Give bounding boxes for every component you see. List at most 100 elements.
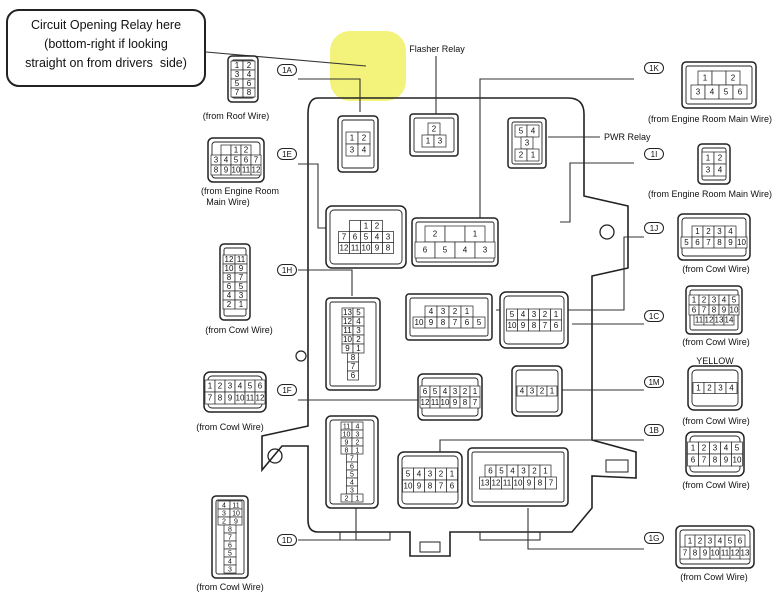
callout-line-2: (bottom-right if looking xyxy=(44,37,168,51)
bottom-rib-2 xyxy=(479,532,541,541)
pin-number: 4 xyxy=(443,387,448,396)
pin-number: 5 xyxy=(477,318,482,327)
pin-number: 4 xyxy=(238,382,243,391)
pin-number: 8 xyxy=(428,482,433,491)
pin-number: 3 xyxy=(708,537,713,546)
pin-number: 11 xyxy=(721,549,730,558)
pin-number: 5 xyxy=(499,467,504,476)
pin-number: 2 xyxy=(222,519,226,526)
pin-number: 11 xyxy=(232,503,239,510)
pin-number: 1 xyxy=(695,227,700,236)
pin-number: 3 xyxy=(235,70,240,79)
pin-number: 4 xyxy=(728,227,733,236)
pin-number: 6 xyxy=(258,382,263,391)
pin-number: 1 xyxy=(691,444,696,453)
pin-number: 2 xyxy=(362,134,367,143)
pin-number: 9 xyxy=(224,166,229,175)
tag-1k: 1K xyxy=(644,62,664,74)
pin-number: 3 xyxy=(525,139,530,148)
pin-cell xyxy=(347,370,359,381)
pin-number: 2 xyxy=(519,151,524,160)
pin-number: 7 xyxy=(208,394,213,403)
pin-number: 1 xyxy=(235,61,240,70)
pin-number: 1 xyxy=(350,134,355,143)
pin-number: 2 xyxy=(698,537,703,546)
pin-number: 5 xyxy=(433,387,438,396)
callout-box: Circuit Opening Relay here (bottom-right… xyxy=(6,9,206,87)
pin-number: 6 xyxy=(695,238,700,247)
pin-number: 7 xyxy=(342,233,347,242)
source-label-1g: (from Cowl Wire) xyxy=(680,572,748,582)
pin-number: 10 xyxy=(737,238,746,247)
pin-number: 13 xyxy=(715,316,724,325)
pin-number: 3 xyxy=(386,233,391,242)
pin-number: 4 xyxy=(429,307,434,316)
pin-number: 3 xyxy=(706,166,711,175)
tag-1h: 1H xyxy=(277,264,297,276)
pin-number: 1 xyxy=(356,448,360,455)
pin-number: 4 xyxy=(510,467,515,476)
pin-number: 5 xyxy=(248,382,253,391)
pin-number: 2 xyxy=(702,296,707,305)
pin-number: 6 xyxy=(554,321,559,330)
pin-number: 9 xyxy=(728,238,733,247)
pin-cell xyxy=(234,299,248,310)
pin-number: 3 xyxy=(350,488,354,495)
pin-number: 4 xyxy=(222,503,226,510)
pin-number: 2 xyxy=(439,470,444,479)
pin-number: 3 xyxy=(718,384,723,393)
pin-number: 5 xyxy=(228,551,232,558)
pin-number: 4 xyxy=(228,559,232,566)
pin-number: 7 xyxy=(453,318,458,327)
pin-cell xyxy=(444,225,466,243)
pin-number: 12 xyxy=(340,244,349,253)
corner-bracket xyxy=(605,459,629,473)
pin-number: 4 xyxy=(718,537,723,546)
pin-number: 10 xyxy=(225,264,234,273)
leader-1a xyxy=(298,78,361,112)
pin-number: 5 xyxy=(406,470,411,479)
pin-number: 3 xyxy=(222,511,226,518)
pin-number: 6 xyxy=(353,233,358,242)
pin-number: 11 xyxy=(237,255,246,264)
pin-cell xyxy=(739,546,751,560)
pin-number: 2 xyxy=(227,300,232,309)
pin-cell xyxy=(711,70,727,86)
pin-cell xyxy=(731,453,743,467)
pin-number: 9 xyxy=(417,482,422,491)
pin-number: 12 xyxy=(705,316,714,325)
pin-number: 9 xyxy=(521,321,526,330)
pin-number: 10 xyxy=(733,456,742,465)
pin-number: 11 xyxy=(431,398,440,407)
pin-number: 9 xyxy=(345,344,350,353)
leader-1k xyxy=(479,78,634,222)
pin-number: 1 xyxy=(706,154,711,163)
pin-number: 9 xyxy=(234,519,238,526)
flasher-relay-label: Flasher Relay xyxy=(409,44,465,54)
pin-number: 12 xyxy=(252,166,261,175)
pin-number: 7 xyxy=(543,321,548,330)
pin-number: 2 xyxy=(706,227,711,236)
mounting-hole-left xyxy=(267,448,283,464)
pin-number: 3 xyxy=(214,156,219,165)
pin-number: 8 xyxy=(532,321,537,330)
pin-number: 3 xyxy=(717,227,722,236)
pin-number: 8 xyxy=(227,273,232,282)
pin-number: 14 xyxy=(725,316,734,325)
pin-number: 3 xyxy=(532,310,537,319)
pin-cell xyxy=(546,385,558,397)
pin-number: 7 xyxy=(439,482,444,491)
pin-number: 5 xyxy=(728,537,733,546)
pin-cell xyxy=(723,314,735,326)
pin-cell xyxy=(357,143,371,157)
